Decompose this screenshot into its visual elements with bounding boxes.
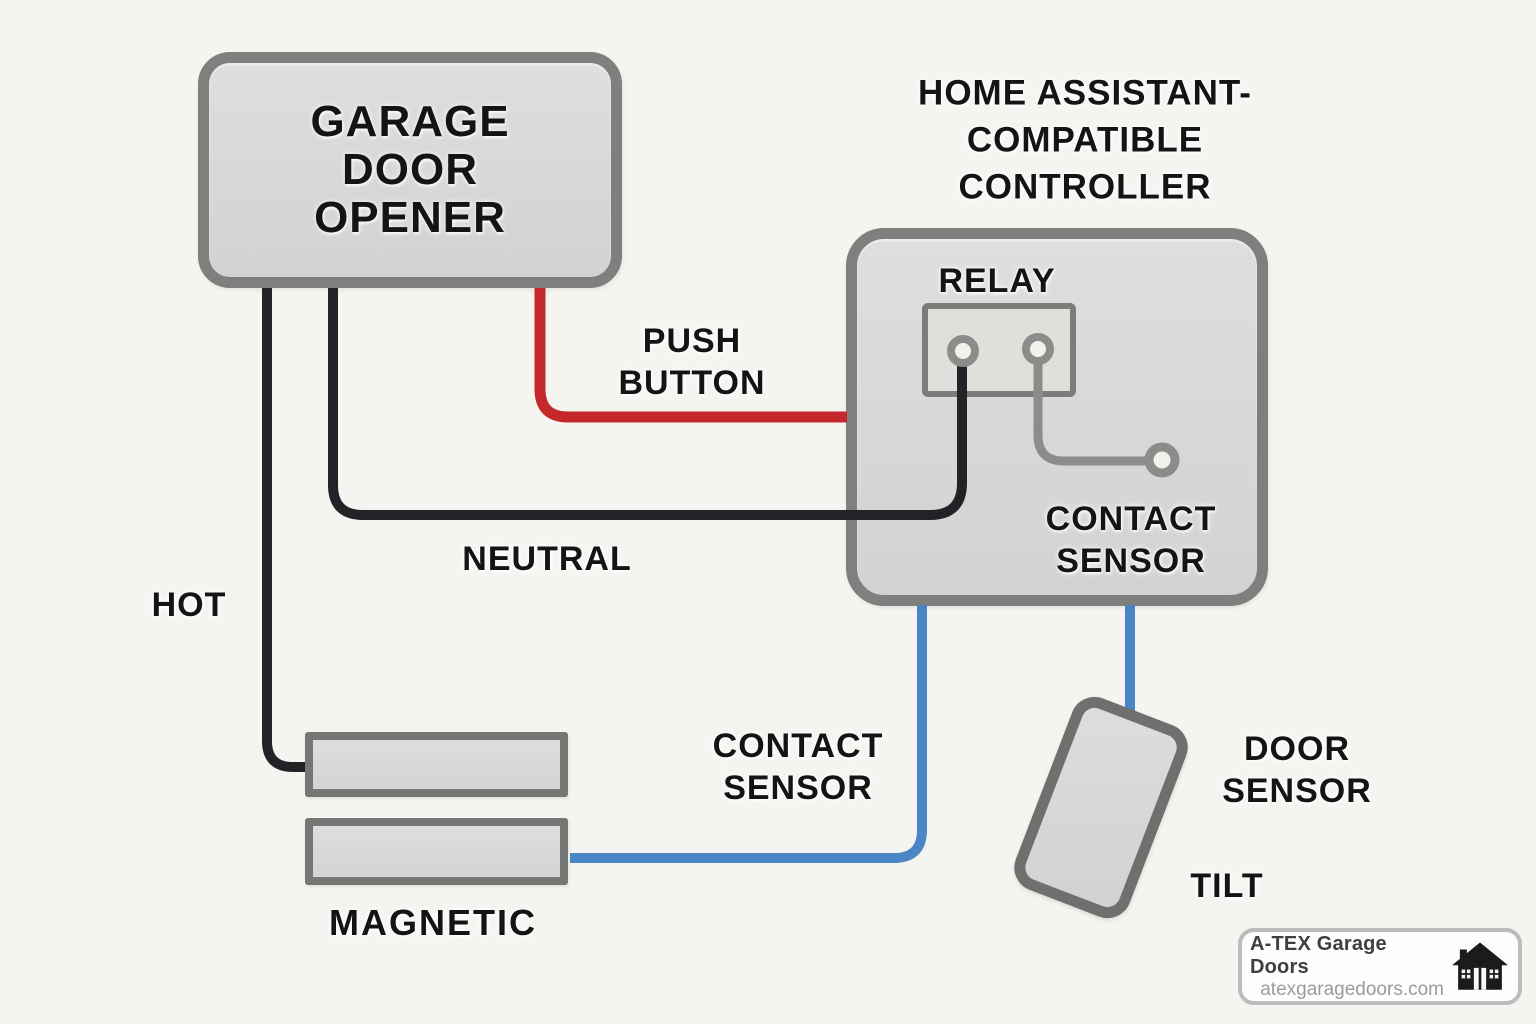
opener-label-line-3: OPENER xyxy=(314,193,506,242)
brand-website: atexgaragedoors.com xyxy=(1260,978,1444,1000)
house-icon xyxy=(1452,942,1508,990)
opener-label-line-1: GARAGE xyxy=(310,97,510,146)
garage-door-opener-label: GARAGE DOOR OPENER xyxy=(310,98,509,242)
door-sensor-label-line-1: DOOR xyxy=(1244,730,1350,768)
controller-heading-line-3: CONTROLLER xyxy=(958,167,1212,207)
push-button-label: PUSH BUTTON xyxy=(618,320,765,404)
tilt-label: TILT xyxy=(1190,867,1264,905)
magnetic-contact-sensor-line-2: SENSOR xyxy=(723,769,873,807)
push-button-label-line-1: PUSH xyxy=(642,322,742,360)
relay-label: RELAY xyxy=(938,262,1056,300)
magnetic-sensor-bar-bottom xyxy=(305,818,568,885)
controller-heading-line-2: COMPATIBLE xyxy=(966,120,1204,160)
magnetic-contact-sensor-label: CONTACT SENSOR xyxy=(713,725,884,809)
door-sensor-label-line-2: SENSOR xyxy=(1222,772,1372,810)
neutral-label: NEUTRAL xyxy=(462,540,632,578)
tilt-door-sensor xyxy=(1007,689,1195,926)
push-button-label-line-2: BUTTON xyxy=(618,364,766,402)
controller-contact-sensor-line-1: CONTACT xyxy=(1045,500,1217,538)
magnetic-contact-sensor-line-1: CONTACT xyxy=(712,727,884,765)
hot-wire xyxy=(262,288,308,772)
controller-heading: HOME ASSISTANT- COMPATIBLE CONTROLLER xyxy=(918,70,1252,211)
magnetic-sensor-bar-top xyxy=(305,732,568,797)
controller-contact-sensor-line-2: SENSOR xyxy=(1056,542,1206,580)
opener-label-line-2: DOOR xyxy=(342,145,478,194)
controller-heading-line-1: HOME ASSISTANT- xyxy=(918,73,1252,113)
controller-contact-sensor-label: CONTACT SENSOR xyxy=(1046,498,1217,582)
magnetic-label: MAGNETIC xyxy=(329,902,537,943)
hot-label: HOT xyxy=(151,586,227,624)
brand-badge-text: A-TEX Garage Doors atexgaragedoors.com xyxy=(1250,933,1444,1001)
door-sensor-label: DOOR SENSOR xyxy=(1222,728,1372,812)
brand-badge: A-TEX Garage Doors atexgaragedoors.com xyxy=(1238,928,1522,1005)
brand-name: A-TEX Garage Doors xyxy=(1250,932,1387,978)
garage-door-opener-box: GARAGE DOOR OPENER xyxy=(198,52,622,288)
